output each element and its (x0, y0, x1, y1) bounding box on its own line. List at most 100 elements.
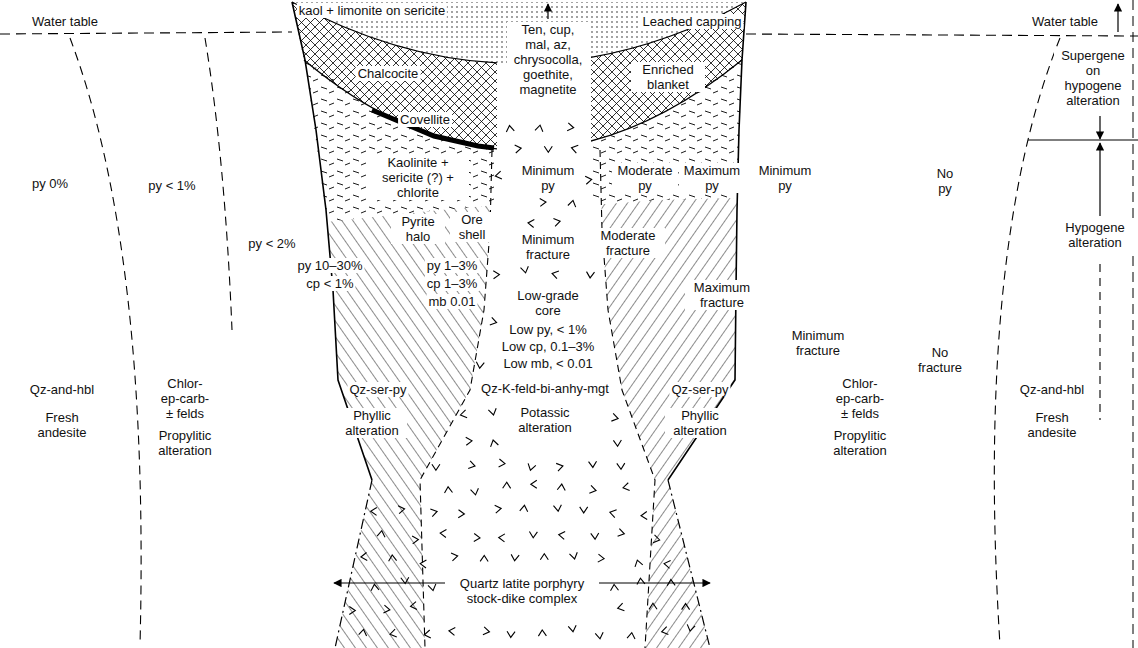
potassic-mark (511, 554, 519, 561)
zone-label: No fracture (908, 345, 972, 375)
zone-label: Fresh andesite (30, 410, 94, 440)
potassic-mark (571, 144, 579, 153)
zone-label: Minimum py (515, 163, 581, 193)
potassic-mark (636, 578, 644, 585)
potassic-mark (609, 508, 617, 517)
potassic-mark (529, 532, 537, 538)
potassic-mark (476, 362, 485, 369)
propylitic-boundary (70, 38, 141, 645)
zone-label: Kaolinite + sericite (?) + chlorite (367, 155, 469, 200)
zone-label: Chalcocite (356, 66, 421, 81)
potassic-mark (586, 272, 594, 279)
potassic-mark (641, 511, 647, 519)
potassic-mark (540, 554, 548, 560)
zone-label: Maximum py (679, 163, 745, 193)
potassic-mark (580, 507, 588, 513)
potassic-mark (474, 534, 480, 542)
zone-divider (1028, 139, 1138, 140)
zone-label: Minimum fracture (781, 328, 855, 358)
up-arrow (1099, 143, 1100, 216)
potassic-mark (410, 602, 417, 611)
enriched-blanket (292, 2, 746, 150)
potassic-mark (540, 198, 547, 206)
potassic-mark (686, 624, 695, 631)
potassic-mark (495, 171, 502, 180)
up-arrow (1117, 4, 1118, 32)
zone-label: Quartz latite porphyry stock-dike comple… (445, 576, 599, 606)
potassic-mark (420, 560, 426, 568)
zone-label: py < 2% (246, 236, 297, 251)
potassic-mark (451, 552, 458, 561)
covellite-band (372, 110, 494, 148)
potassic-mark (468, 461, 476, 470)
zone-label: Phyllic alteration (337, 408, 407, 438)
potassic-mark (349, 607, 355, 615)
potassic-mark (495, 504, 502, 513)
zone-label: py 1–3% (425, 258, 480, 273)
potassic-mark (618, 529, 626, 538)
zone-label: Potassic alteration (508, 405, 582, 435)
potassic-mark (389, 629, 397, 638)
potassic-mark (460, 410, 467, 419)
zone-label: Qz-and-hbl (28, 382, 96, 397)
extent-line (1099, 264, 1100, 420)
zone-label: Moderate fracture (591, 228, 665, 258)
potassic-mark (444, 487, 452, 494)
water-table (746, 34, 1138, 36)
zone-label: Pyrite halo (391, 214, 445, 244)
zone-label: Qz-K-feld-bi-anhy-mgt (479, 381, 611, 396)
zone-label: py < 1% (146, 178, 197, 193)
zone-label: Qz-ser-py (347, 382, 408, 397)
zone-label: py 0% (30, 176, 70, 191)
zone-label: Leached capping (640, 14, 743, 29)
potassic-mark (398, 505, 405, 514)
potassic-mark (633, 559, 642, 567)
potassic-mark (610, 584, 618, 591)
potassic-mark (649, 603, 657, 609)
potassic-mark (667, 579, 675, 585)
potassic-mark (557, 484, 565, 491)
zone-label: Supergene on hypogene alteration (1054, 48, 1132, 108)
potassic-mark (440, 529, 447, 537)
potassic-mark (556, 462, 564, 471)
zone-label: py 10–30% (295, 258, 364, 273)
zone-label: Ten, cup, mal, az, chrysocolla, goethite… (507, 22, 589, 97)
potassic-mark (515, 144, 522, 153)
potassic-mark (489, 439, 498, 447)
potassic-mark (617, 603, 625, 612)
zone-label: Ore shell (450, 212, 494, 242)
potassic-mark (466, 437, 473, 445)
potassic-mark (568, 625, 577, 632)
potassic-mark (359, 629, 368, 636)
potassic-mark (483, 627, 490, 636)
potassic-mark (595, 632, 604, 639)
potassic-mark (544, 146, 552, 152)
zone-label: Chlor-ep-carb-± felds (833, 376, 887, 421)
zone-label: Propylitic alteration (148, 428, 222, 458)
potassic-mark (553, 217, 561, 226)
zone-label: kaol + limonite on sericite (297, 3, 447, 18)
water-table (0, 32, 292, 34)
phyllic-outer-boundary (668, 480, 710, 648)
zone-label: Chlor-ep-carb-± felds (158, 376, 212, 421)
zone-label: No py (928, 166, 962, 196)
zone-label: Phyllic alteration (665, 408, 735, 438)
zone-label: Qz-ser-py (669, 382, 730, 397)
potassic-mark (383, 605, 390, 614)
potassic-mark (371, 507, 377, 515)
potassic-mark (528, 219, 535, 227)
potassic-mark (448, 627, 455, 636)
potassic-mark (664, 560, 671, 569)
potassic-mark (520, 505, 529, 512)
potassic-mark (377, 530, 386, 537)
potassic-mark (527, 463, 536, 471)
potassic-mark (558, 531, 565, 540)
potassic-mark (531, 480, 537, 488)
potassic-mark (458, 510, 464, 518)
zone-label: Propylitic alteration (823, 428, 897, 458)
zone-label: cp 1–3% (425, 276, 480, 291)
potassic-mark (611, 413, 619, 422)
zone-label: Minimum py (752, 163, 818, 193)
potassic-mark (401, 577, 409, 584)
